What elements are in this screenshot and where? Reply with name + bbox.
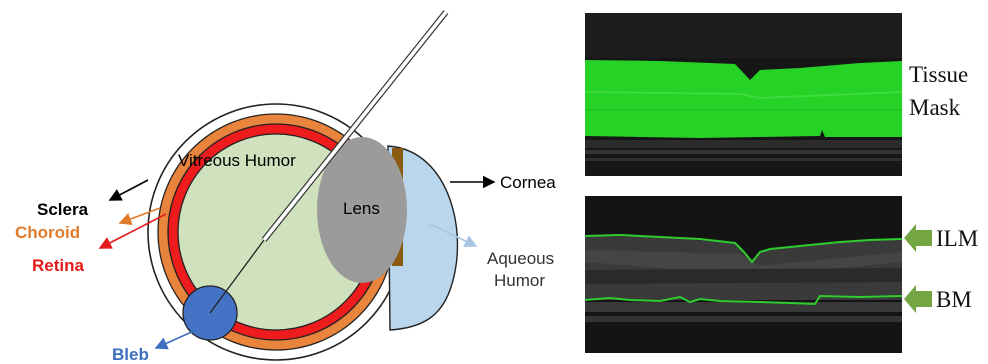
ilm-label: ILM [936,226,978,251]
sclera-label: Sclera [37,200,89,219]
aqueous-label-line2: Humor [494,271,545,290]
choroid-label: Choroid [15,223,80,242]
tissue-mask-label-line1: Tissue [909,62,968,87]
oct-panel-boundaries: ILM BM [585,196,978,353]
eye-diagram: Vitreous Humor Lens Cornea Aqueous Humor… [15,12,556,364]
cornea-label: Cornea [500,173,556,192]
aqueous-label-line1: Aqueous [487,249,554,268]
bleb-arrow [156,330,196,348]
bm-arrow-icon [904,285,932,313]
retina-label: Retina [32,256,85,275]
lens-label: Lens [343,199,380,218]
vitreous-label: Vitreous Humor [178,151,296,170]
oct-panel-tissue-mask: Tissue Mask [585,13,968,176]
tissue-mask-label-line2: Mask [909,95,961,120]
ilm-arrow-icon [904,224,932,252]
sclera-arrow [110,180,148,200]
bleb-label: Bleb [112,345,149,364]
bm-label: BM [936,287,972,312]
